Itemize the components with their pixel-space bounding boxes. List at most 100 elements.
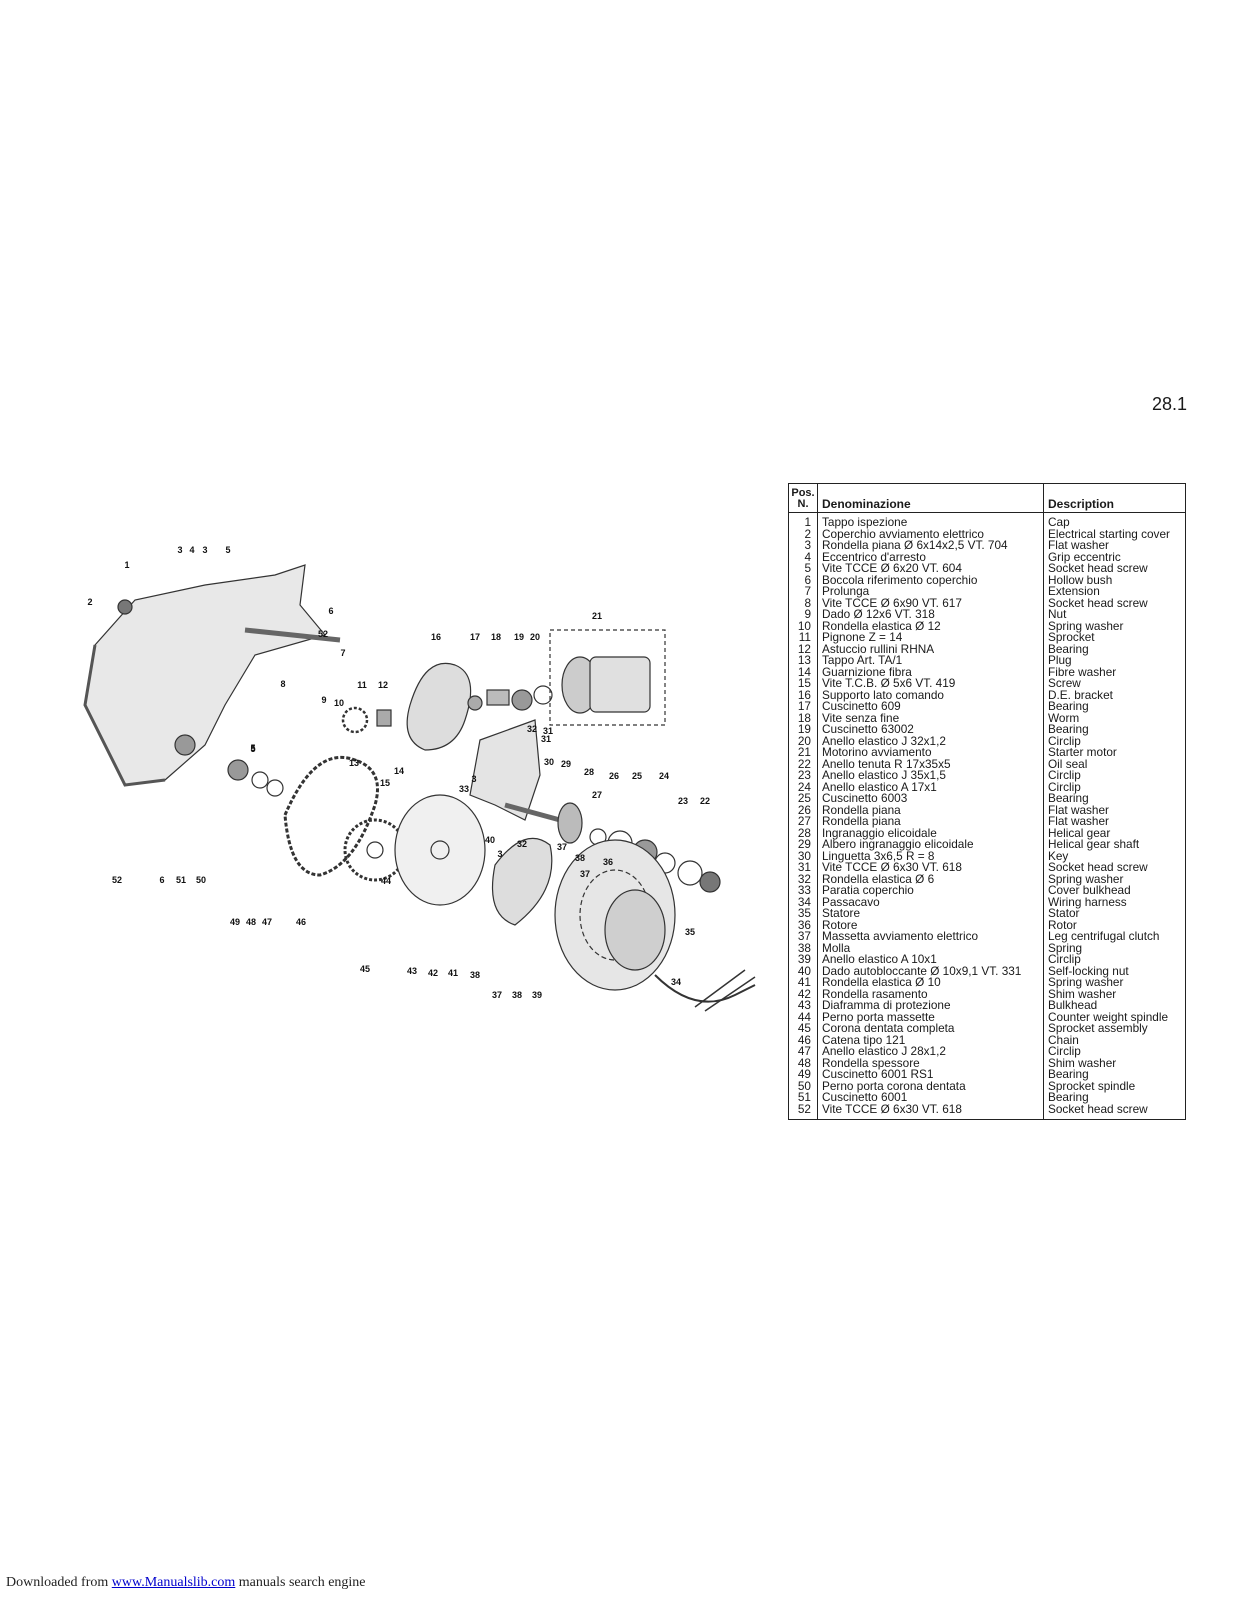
callout-number: 5 (250, 743, 255, 753)
column-header-pos: Pos. N. (788, 483, 818, 513)
callout-number: 3 (471, 774, 476, 784)
part-denominazione: Pignone Z = 14 (817, 631, 1044, 644)
part-denominazione: Anello elastico J 35x1,5 (817, 769, 1044, 782)
callout-number: 5 (225, 545, 230, 555)
part-denominazione: Anello tenuta R 17x35x5 (817, 758, 1044, 770)
bearing-part (376, 709, 392, 727)
callout-number: 16 (431, 632, 441, 642)
part-description: Flat washer (1048, 814, 1109, 828)
part-position: 20 (788, 735, 818, 747)
callout-number: 49 (230, 917, 240, 927)
part-description: Nut (1048, 607, 1067, 621)
part-position: 46 (788, 1034, 818, 1046)
callout-number: 45 (360, 964, 370, 974)
cover-bulkhead-part (469, 719, 541, 821)
part-position: 19 (788, 723, 818, 736)
part-position: 48 (788, 1057, 818, 1069)
part-denominazione: Prolunga (817, 585, 1044, 598)
circlip-part (533, 685, 553, 705)
part-denominazione: Motorino avviamento (817, 746, 1044, 759)
part-position: 13 (788, 654, 818, 667)
part-description: Socket head screw (1048, 1101, 1148, 1116)
callout-number: 37 (580, 869, 590, 879)
clutch-leg-part (491, 837, 553, 926)
part-denominazione: Rondella piana (817, 815, 1044, 828)
footer-prefix: Downloaded from (6, 1575, 112, 1590)
table-header-row: Pos. N. Denominazione Description (788, 483, 1186, 513)
part-description: Spring washer (1048, 618, 1124, 633)
part-denominazione: Rondella elastica Ø 6 (817, 873, 1044, 885)
worm-part (486, 689, 510, 706)
callout-number: 31 (541, 734, 551, 744)
part-description: Bearing (1048, 1067, 1089, 1081)
stator-part (604, 889, 666, 971)
callout-number: 35 (685, 927, 695, 937)
part-description: Shim washer (1048, 1055, 1117, 1070)
part-position: 50 (788, 1080, 818, 1092)
part-position: 45 (788, 1022, 818, 1035)
manualslib-link[interactable]: www.Manualslib.com (111, 1575, 236, 1590)
wiring-harness-part (654, 974, 756, 1003)
callout-number: 44 (381, 876, 391, 886)
callout-number: 28 (584, 767, 594, 777)
callout-number: 23 (678, 796, 688, 806)
part-position: 32 (788, 873, 818, 885)
part-denominazione: Supporto lato comando (817, 689, 1044, 701)
callout-number: 17 (470, 632, 480, 642)
part-denominazione: Paratia coperchio (817, 884, 1044, 897)
part-position: 39 (788, 953, 818, 966)
callout-number: 41 (448, 968, 458, 978)
part-description: Sprocket (1048, 630, 1095, 644)
part-denominazione: Vite TCCE Ø 6x30 VT. 618 (817, 1103, 1044, 1120)
part-position: 17 (788, 700, 818, 713)
part-position: 33 (788, 884, 818, 897)
circlip-part (251, 771, 269, 789)
part-position: 47 (788, 1045, 818, 1058)
part-description: Fibre washer (1048, 664, 1117, 679)
part-denominazione: Rondella elastica Ø 10 (817, 976, 1044, 989)
part-description: Socket head screw (1048, 561, 1148, 575)
part-denominazione: Albero ingranaggio elicoidale (817, 838, 1044, 851)
callout-number: 38 (512, 990, 522, 1000)
part-description: Grip eccentric (1048, 549, 1121, 564)
part-description: Self-locking nut (1048, 963, 1129, 978)
callout-number: 20 (530, 632, 540, 642)
part-denominazione: Tappo ispezione (817, 512, 1044, 529)
callout-number: 10 (334, 698, 344, 708)
callout-number: 14 (394, 766, 404, 776)
callout-number: 48 (246, 917, 256, 927)
part-description: Hollow bush (1048, 572, 1113, 587)
part-description: Plug (1048, 653, 1072, 667)
part-description: D.E. bracket (1048, 687, 1113, 702)
part-position: 15 (788, 677, 818, 690)
part-position: 7 (788, 585, 818, 598)
part-position: 40 (788, 965, 818, 977)
part-description: Chain (1048, 1032, 1079, 1047)
part-denominazione: Rondella piana (817, 804, 1044, 816)
part-position: 41 (788, 976, 818, 989)
part-position: 27 (788, 815, 818, 828)
part-description: Bearing (1048, 641, 1089, 656)
part-denominazione: Cuscinetto 6001 RS1 (817, 1068, 1044, 1081)
part-description: Stator (1048, 906, 1080, 920)
part-description: Spring washer (1048, 975, 1124, 989)
callout-number: 46 (296, 917, 306, 927)
part-denominazione: Anello elastico A 17x1 (817, 781, 1044, 793)
bearing-part (467, 695, 483, 711)
callout-number: 39 (532, 990, 542, 1000)
